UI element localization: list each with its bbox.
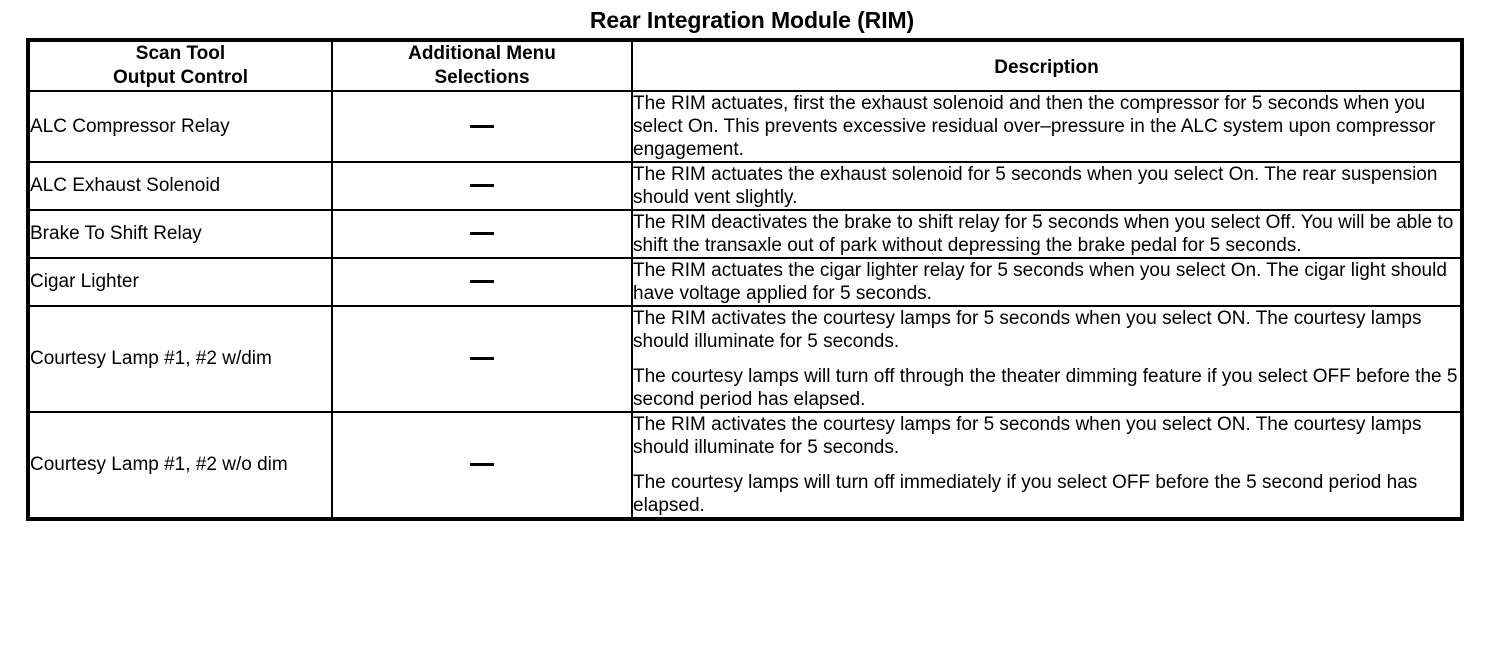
- description-cell: The RIM actuates the cigar lighter relay…: [631, 257, 1463, 307]
- column-header-additional-menu-selections: Additional Menu Selections: [331, 39, 633, 92]
- description-cell: The RIM activates the courtesy lamps for…: [631, 305, 1463, 413]
- additional-menu-selections-cell: [331, 161, 633, 211]
- scan-tool-output-control-cell: Courtesy Lamp #1, #2 w/dim: [27, 305, 333, 413]
- column-header-description: Description: [631, 39, 1463, 92]
- page-title: Rear Integration Module (RIM): [589, 7, 915, 33]
- rim-output-control-table: Scan Tool Output Control Additional Menu…: [26, 38, 1464, 521]
- description-paragraph: The courtesy lamps will turn off immedia…: [633, 472, 1418, 516]
- table-row: Courtesy Lamp #1, #2 w/dim The RIM activ…: [27, 305, 1463, 413]
- column-header-line-2: Selections: [434, 67, 530, 88]
- table-row: ALC Exhaust Solenoid The RIM actuates th…: [27, 161, 1463, 211]
- em-dash-icon: [470, 463, 494, 467]
- table-row: Courtesy Lamp #1, #2 w/o dim The RIM act…: [27, 411, 1463, 520]
- column-header-line-1: Additional Menu: [408, 43, 556, 64]
- description-paragraph: The RIM deactivates the brake to shift r…: [633, 212, 1454, 256]
- description-cell: The RIM activates the courtesy lamps for…: [631, 411, 1463, 520]
- scan-tool-output-control-cell: Cigar Lighter: [27, 257, 333, 307]
- em-dash-icon: [470, 280, 494, 284]
- em-dash-icon: [470, 124, 494, 128]
- rim-output-control-table-wrapper: Scan Tool Output Control Additional Menu…: [26, 38, 1464, 521]
- column-header-line-1: Scan Tool: [135, 43, 226, 64]
- table-header-row: Scan Tool Output Control Additional Menu…: [27, 39, 1463, 92]
- description-paragraph: The courtesy lamps will turn off through…: [633, 366, 1458, 410]
- scan-tool-output-control-cell: Courtesy Lamp #1, #2 w/o dim: [27, 411, 333, 520]
- table-header: Scan Tool Output Control Additional Menu…: [27, 39, 1463, 92]
- table-row: Brake To Shift Relay The RIM deactivates…: [27, 209, 1463, 259]
- scan-tool-output-control-cell: ALC Compressor Relay: [27, 90, 333, 163]
- additional-menu-selections-cell: [331, 209, 633, 259]
- scan-tool-output-control-cell: Brake To Shift Relay: [27, 209, 333, 259]
- description-paragraph: The RIM activates the courtesy lamps for…: [633, 414, 1422, 458]
- description-paragraph: The RIM actuates the cigar lighter relay…: [633, 260, 1447, 304]
- table-row: Cigar Lighter The RIM actuates the cigar…: [27, 257, 1463, 307]
- scan-tool-output-control-cell: ALC Exhaust Solenoid: [27, 161, 333, 211]
- description-paragraph: The RIM activates the courtesy lamps for…: [633, 308, 1422, 352]
- description-cell: The RIM actuates, first the exhaust sole…: [631, 90, 1463, 163]
- description-cell: The RIM deactivates the brake to shift r…: [631, 209, 1463, 259]
- additional-menu-selections-cell: [331, 411, 633, 520]
- description-cell: The RIM actuates the exhaust solenoid fo…: [631, 161, 1463, 211]
- column-header-line-2: Output Control: [112, 67, 249, 88]
- table-row: ALC Compressor Relay The RIM actuates, f…: [27, 90, 1463, 163]
- additional-menu-selections-cell: [331, 257, 633, 307]
- additional-menu-selections-cell: [331, 90, 633, 163]
- description-paragraph: The RIM actuates the exhaust solenoid fo…: [633, 164, 1438, 208]
- em-dash-icon: [470, 357, 494, 361]
- description-paragraph: The RIM actuates, first the exhaust sole…: [633, 93, 1436, 160]
- table-body: ALC Compressor Relay The RIM actuates, f…: [27, 90, 1463, 520]
- em-dash-icon: [470, 232, 494, 236]
- additional-menu-selections-cell: [331, 305, 633, 413]
- column-header-scan-tool-output-control: Scan Tool Output Control: [27, 39, 333, 92]
- em-dash-icon: [470, 184, 494, 188]
